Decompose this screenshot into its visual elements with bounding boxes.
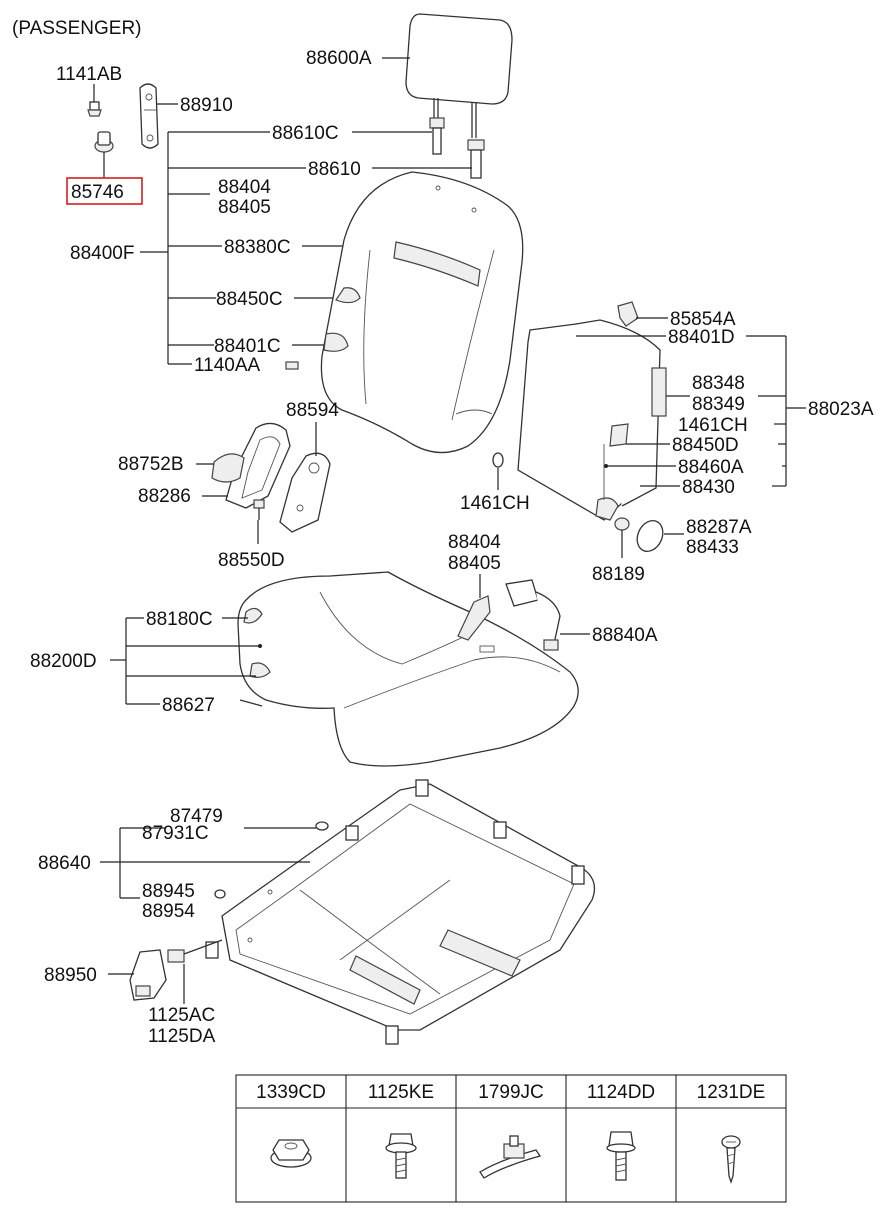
callout-88610[interactable]: 88610 (308, 159, 361, 180)
recliner-cover-88286-icon (225, 422, 291, 509)
callout-85854A[interactable]: 85854A (670, 309, 736, 330)
cover-88950-icon (129, 949, 167, 1001)
callout-88460A[interactable]: 88460A (678, 457, 744, 478)
flange-bolt-icon (385, 1133, 417, 1179)
headrest-88600A-icon (405, 13, 513, 138)
callout-88023A[interactable]: 88023A (808, 399, 874, 420)
callout-88594[interactable]: 88594 (286, 400, 339, 421)
callout-88189[interactable]: 88189 (592, 564, 645, 585)
bracket-88594-icon (279, 452, 331, 533)
callout-88401D[interactable]: 88401D (668, 327, 735, 348)
callout-88349[interactable]: 88349 (692, 394, 745, 415)
callout-88752B[interactable]: 88752B (118, 454, 184, 475)
callout-88550D[interactable]: 88550D (218, 550, 285, 571)
callout-88400F[interactable]: 88400F (70, 243, 134, 264)
callout-88954[interactable]: 88954 (142, 901, 195, 922)
clip-1461CH-icon (492, 452, 504, 468)
seatback-cover-88380C-icon (320, 171, 524, 454)
table-header-1339CD: 1339CD (256, 1082, 326, 1103)
fastener-table (235, 1074, 787, 1203)
callout-1125DA[interactable]: 1125DA (148, 1026, 216, 1047)
pin-88627-icon (239, 699, 263, 707)
callout-88610C[interactable]: 88610C (272, 123, 339, 144)
callout-88640[interactable]: 88640 (38, 853, 91, 874)
table-header-1799JC: 1799JC (478, 1082, 544, 1103)
highlight-box-85746 (66, 177, 143, 205)
clip-85746-icon (94, 131, 114, 153)
knob-cover-88752B-icon (211, 453, 245, 483)
guide-88610C-icon (429, 117, 445, 155)
callout-88433[interactable]: 88433 (686, 537, 739, 558)
callout-88404-seat[interactable]: 88404 (448, 532, 501, 553)
callout-88600A[interactable]: 88600A (306, 48, 372, 69)
bracket-88404-seat-icon (457, 595, 491, 641)
callout-88200D[interactable]: 88200D (30, 651, 97, 672)
callout-88404-back[interactable]: 88404 (218, 177, 271, 198)
table-header-1124DD: 1124DD (587, 1082, 655, 1103)
seatback-frame-88023A-icon (517, 319, 667, 521)
callout-1461CH-right[interactable]: 1461CH (678, 415, 748, 436)
callout-88405-seat[interactable]: 88405 (448, 553, 501, 574)
callout-88380C[interactable]: 88380C (224, 237, 291, 258)
bracket-88910-icon (139, 83, 159, 149)
callout-87931C[interactable]: 87931C (142, 823, 209, 844)
seat-cushion-88200D-icon (237, 571, 579, 767)
callout-88180C[interactable]: 88180C (146, 609, 213, 630)
callout-88450C[interactable]: 88450C (216, 289, 283, 310)
callout-88945[interactable]: 88945 (142, 881, 195, 902)
tapping-screw-icon (721, 1135, 741, 1185)
plug-88945-icon (214, 889, 226, 899)
flange-nut-icon (270, 1139, 312, 1168)
callout-87479[interactable]: 87479 (170, 806, 223, 827)
buckle-88840A-icon (505, 579, 561, 651)
callout-88950[interactable]: 88950 (44, 965, 97, 986)
callout-1141AB[interactable]: 1141AB (56, 64, 122, 85)
callout-85746[interactable]: 85746 (71, 182, 124, 203)
bolt-1125AC-icon (167, 939, 223, 963)
callout-88286[interactable]: 88286 (138, 486, 191, 507)
view-label: (PASSENGER) (12, 18, 142, 39)
table-header-1125KE: 1125KE (368, 1082, 434, 1103)
bolt-88550D-icon (253, 499, 265, 520)
callout-88430[interactable]: 88430 (682, 477, 735, 498)
callout-1461CH-center[interactable]: 1461CH (460, 493, 530, 514)
screw-1140AA-icon (285, 361, 299, 370)
cap-88287A-icon (636, 519, 664, 553)
clip-85854A-icon (617, 301, 639, 327)
callout-88348[interactable]: 88348 (692, 373, 745, 394)
bolt-1141AB-icon (87, 101, 102, 117)
callout-1140AA[interactable]: 1140AA (194, 355, 261, 376)
callout-88401C[interactable]: 88401C (214, 336, 281, 357)
plug-87479-icon (315, 821, 329, 831)
callout-88287A[interactable]: 88287A (686, 517, 752, 538)
callout-88627[interactable]: 88627 (162, 695, 215, 716)
guide-88610-icon (467, 139, 485, 179)
callout-88840A[interactable]: 88840A (592, 625, 658, 646)
cable-tie-clip-icon (479, 1135, 542, 1179)
callout-88450D[interactable]: 88450D (672, 435, 739, 456)
callout-1125AC[interactable]: 1125AC (148, 1005, 215, 1026)
table-header-1231DE: 1231DE (697, 1082, 766, 1103)
bushing-88189-icon (614, 517, 630, 531)
hex-bolt-icon (606, 1131, 636, 1181)
seat-frame-88640-icon (205, 779, 596, 1045)
callout-88405-back[interactable]: 88405 (218, 197, 271, 218)
callout-88910[interactable]: 88910 (180, 95, 233, 116)
